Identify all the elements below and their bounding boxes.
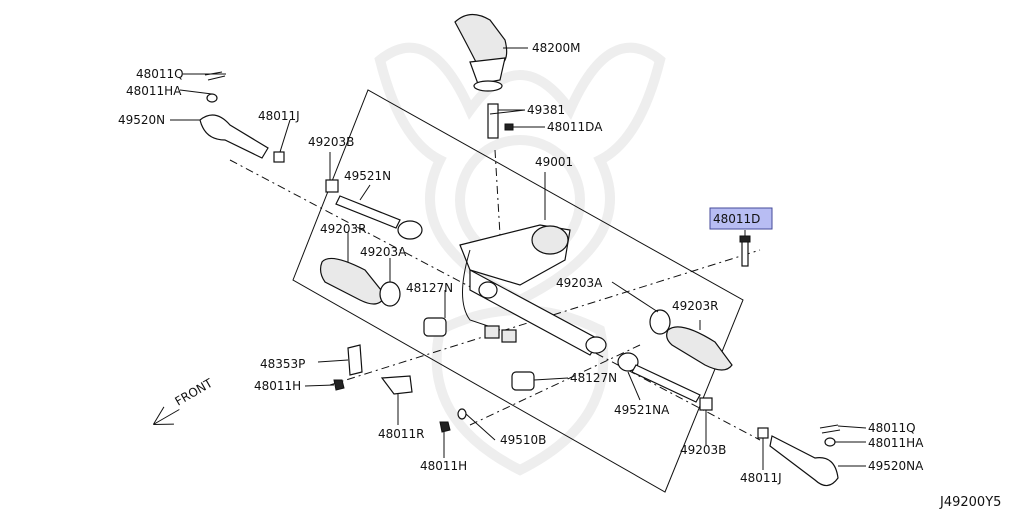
label-48011ha-top[interactable]: 48011HA bbox=[126, 84, 182, 98]
leader-lines bbox=[170, 73, 867, 470]
label-48127n-top[interactable]: 48127N bbox=[406, 281, 453, 295]
label-48127n-bottom[interactable]: 48127N bbox=[570, 371, 617, 385]
label-49381[interactable]: 49381 bbox=[527, 103, 565, 117]
label-48011d[interactable]: 48011D bbox=[713, 212, 760, 226]
label-49203b-top[interactable]: 49203B bbox=[308, 135, 354, 149]
bushings bbox=[423, 317, 535, 391]
bolt-48011d bbox=[739, 235, 751, 267]
label-48011q-bottom[interactable]: 48011Q bbox=[868, 421, 916, 435]
label-49203r-left[interactable]: 49203R bbox=[320, 222, 367, 236]
label-48011q-top[interactable]: 48011Q bbox=[136, 67, 184, 81]
label-49510b[interactable]: 49510B bbox=[500, 433, 546, 447]
label-49520na[interactable]: 49520NA bbox=[868, 459, 924, 473]
highlight-48011d bbox=[709, 207, 773, 230]
label-48011j-top[interactable]: 48011J bbox=[258, 109, 300, 123]
label-49203a-left[interactable]: 49203A bbox=[360, 245, 407, 259]
label-48011da[interactable]: 48011DA bbox=[547, 120, 603, 134]
label-48011h-left[interactable]: 48011H bbox=[254, 379, 301, 393]
label-48353p[interactable]: 48353P bbox=[260, 357, 305, 371]
shaft-49381 bbox=[487, 103, 545, 139]
label-49203b-bottom[interactable]: 49203B bbox=[680, 443, 726, 457]
label-48200m[interactable]: 48200M bbox=[532, 41, 581, 55]
label-49203a-right[interactable]: 49203A bbox=[556, 276, 603, 290]
label-49521n[interactable]: 49521N bbox=[344, 169, 391, 183]
label-49521na[interactable]: 49521NA bbox=[614, 403, 670, 417]
assembly-frame bbox=[292, 89, 744, 493]
gear-boot-48200m bbox=[454, 13, 528, 92]
boot-right bbox=[649, 309, 733, 371]
boot-left bbox=[319, 257, 401, 307]
brackets-nuts bbox=[333, 344, 467, 433]
steering-gear-assembly bbox=[459, 185, 607, 356]
label-48011ha-bottom[interactable]: 48011HA bbox=[868, 436, 924, 450]
front-label: FRONT bbox=[173, 376, 216, 409]
label-49520n[interactable]: 49520N bbox=[118, 113, 165, 127]
label-48011h-bottom[interactable]: 48011H bbox=[420, 459, 467, 473]
label-48011j-bottom[interactable]: 48011J bbox=[740, 471, 782, 485]
inner-socket-left bbox=[325, 179, 423, 240]
label-49203r-right[interactable]: 49203R bbox=[672, 299, 719, 313]
front-arrow bbox=[152, 406, 180, 425]
label-49001[interactable]: 49001 bbox=[535, 155, 573, 169]
inner-socket-right bbox=[617, 352, 713, 411]
label-48011r[interactable]: 48011R bbox=[378, 427, 425, 441]
diagram-code: J49200Y5 bbox=[939, 495, 1001, 510]
axis-lines bbox=[229, 149, 761, 441]
